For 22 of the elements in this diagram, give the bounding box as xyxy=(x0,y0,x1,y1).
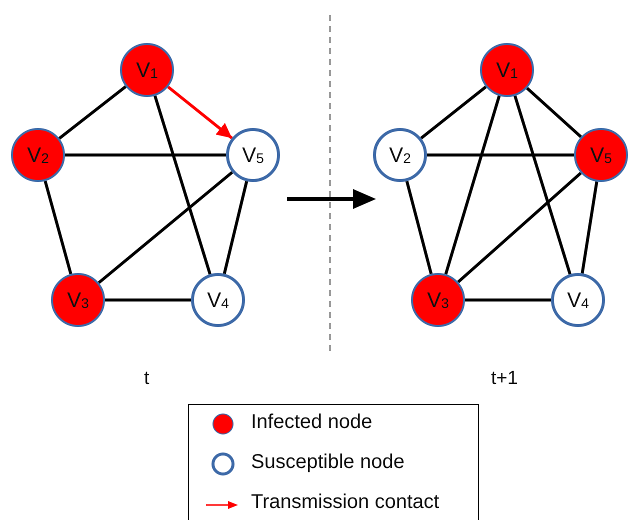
time-label: t xyxy=(144,368,150,390)
edge-line xyxy=(444,95,501,275)
edge-line xyxy=(105,298,191,302)
edge-line xyxy=(405,180,433,274)
arrow xyxy=(167,86,233,140)
legend-text: Transmission contact xyxy=(251,491,440,514)
edge-line xyxy=(514,95,572,275)
edge-line xyxy=(420,86,487,140)
edge-line xyxy=(465,298,551,302)
edge-line xyxy=(58,85,127,140)
edge-line xyxy=(526,87,582,138)
legend-text: Susceptible node xyxy=(251,451,404,474)
time-label: t+1 xyxy=(491,368,518,390)
edge-line xyxy=(222,180,248,274)
edge-line xyxy=(427,154,574,156)
edge-line xyxy=(154,95,212,275)
edge-line xyxy=(98,171,234,284)
edge-line xyxy=(580,181,598,274)
edge-line xyxy=(44,180,72,274)
edge-line xyxy=(457,172,582,284)
edge-line xyxy=(65,154,226,156)
legend-text: Infected node xyxy=(251,411,372,434)
